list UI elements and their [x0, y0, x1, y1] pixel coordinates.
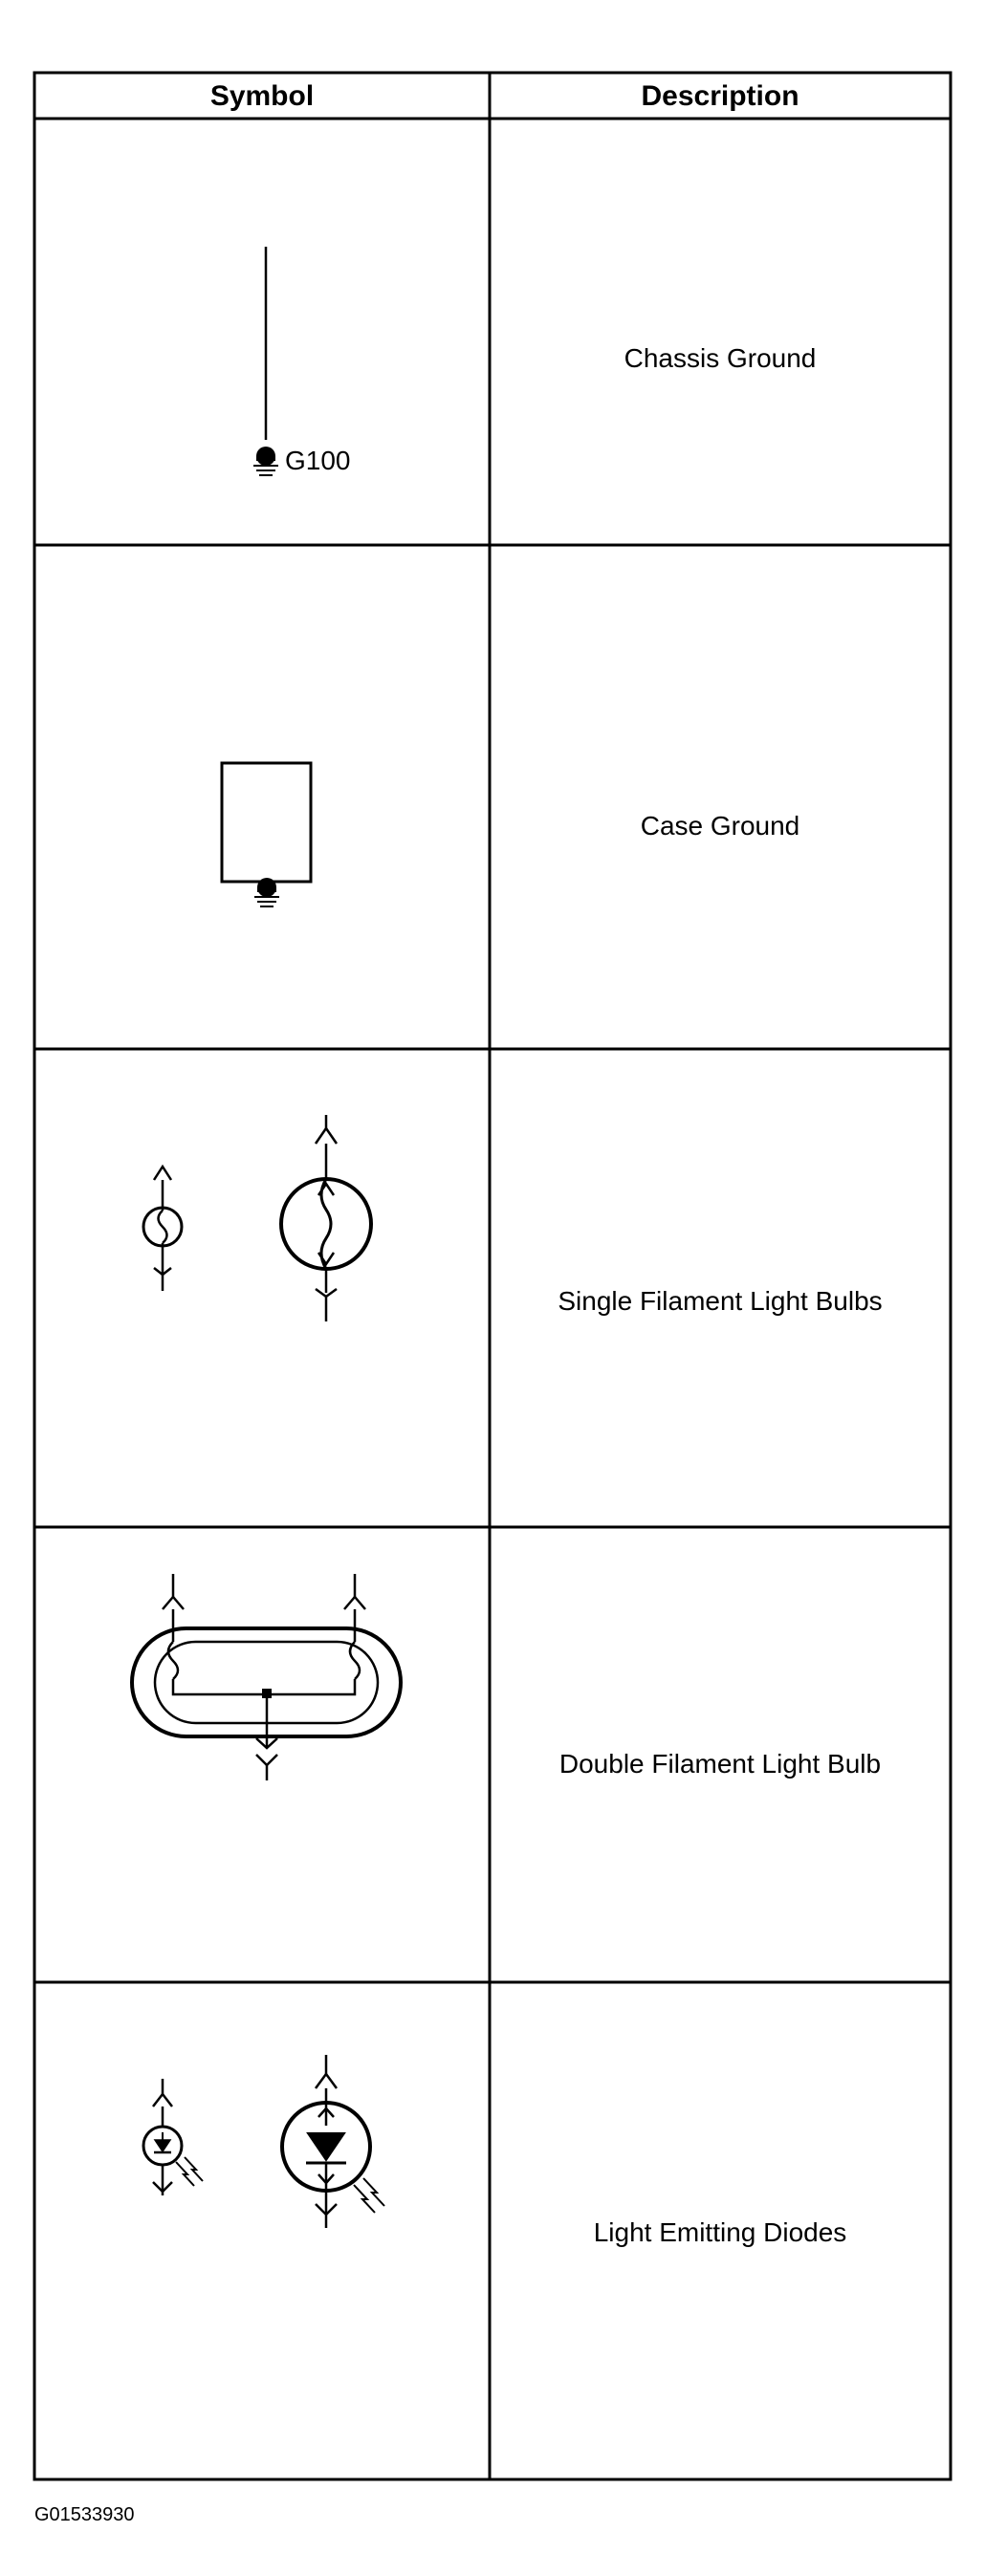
symbol-column-header: Symbol [210, 80, 314, 112]
description-single-filament-light-bulbs: Single Filament Light Bulbs [558, 1286, 882, 1316]
ground-label: G100 [285, 446, 351, 475]
case-ground-icon [220, 761, 313, 907]
chassis-ground-icon [253, 247, 278, 476]
table-grid [33, 71, 952, 2481]
description-chassis-ground: Chassis Ground [624, 343, 817, 373]
double-filament-light-bulb-icon [130, 1574, 403, 1780]
figure-id: G01533930 [34, 2504, 135, 2525]
description-case-ground: Case Ground [641, 811, 800, 840]
description-column-header: Description [641, 80, 799, 112]
single-filament-light-bulbs-icon [142, 1115, 373, 1321]
description-double-filament-light-bulb: Double Filament Light Bulb [559, 1749, 881, 1779]
description-light-emitting-diodes: Light Emitting Diodes [594, 2217, 847, 2247]
light-emitting-diodes-icon [142, 2055, 385, 2228]
